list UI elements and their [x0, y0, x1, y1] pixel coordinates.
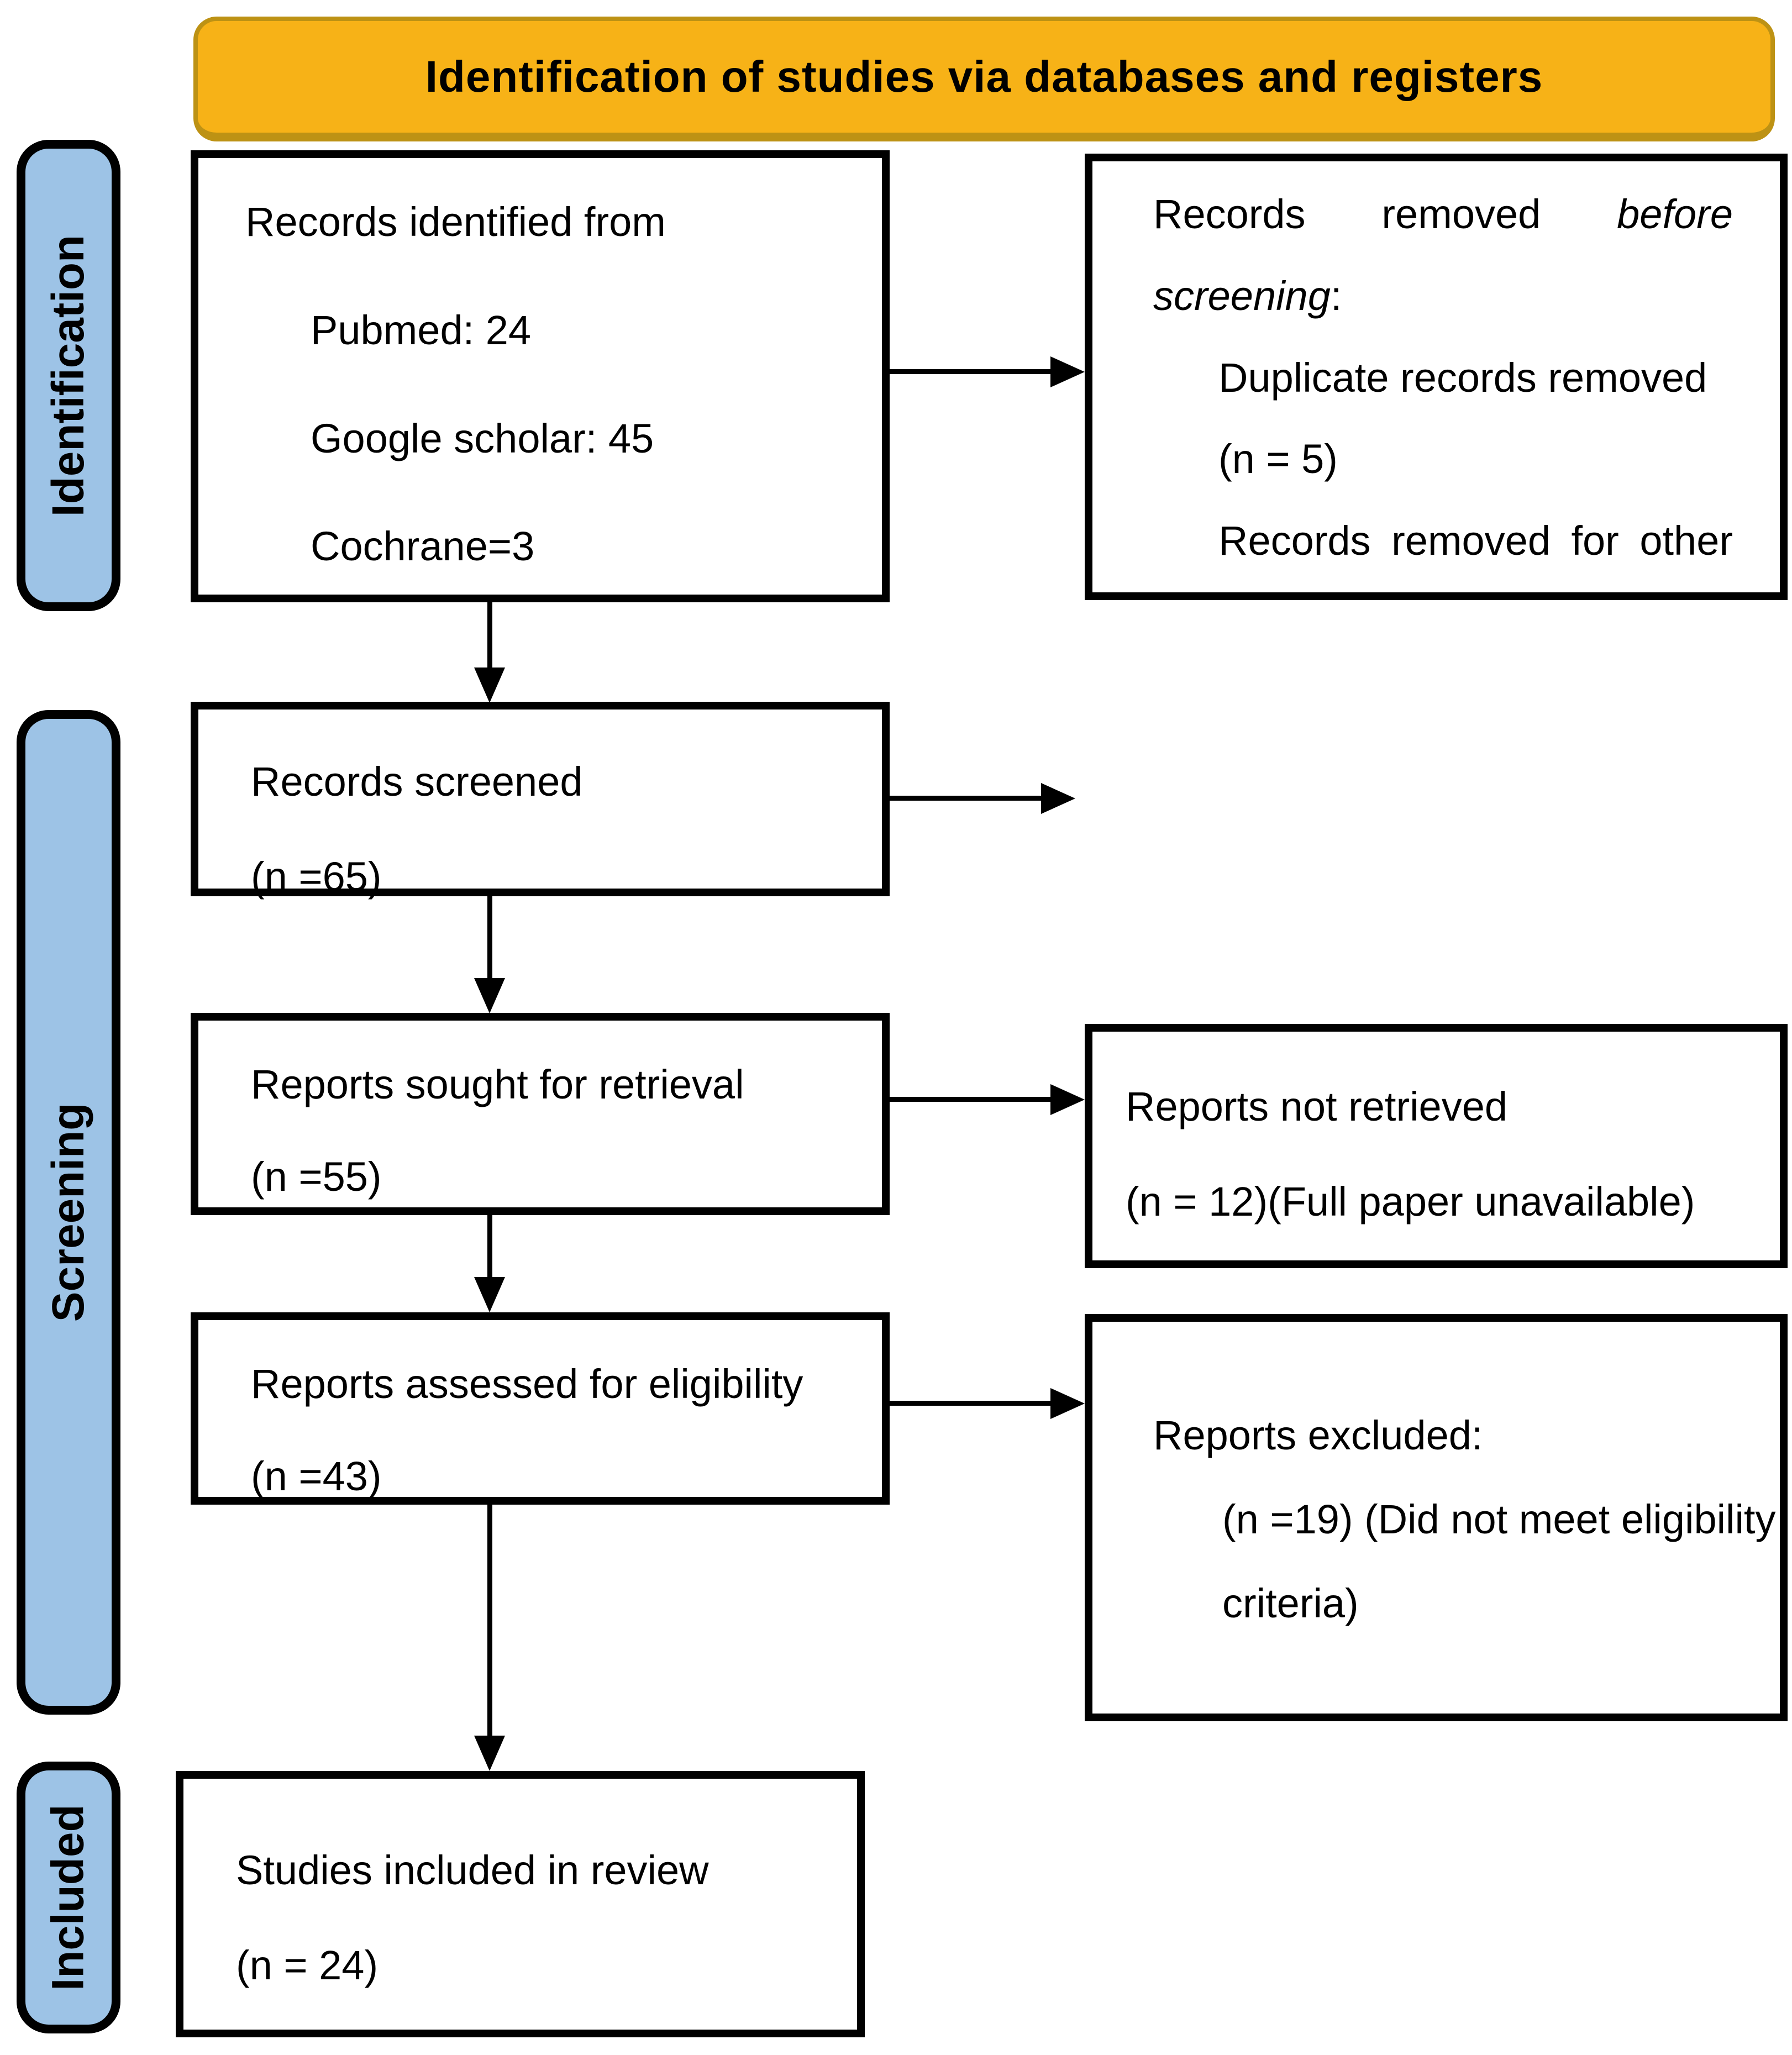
box-reports-excluded: Reports excluded: (n =19) (Did not meet …: [1085, 1314, 1788, 1721]
box-records-screened: Records screened (n =65): [191, 702, 890, 900]
arrow-right-icon: [1041, 783, 1075, 814]
records-identified-source-cochrane: Cochrane=3: [311, 523, 535, 570]
reports-sought-count: (n =55): [251, 1153, 382, 1200]
arrow-down-icon: [474, 1736, 505, 1771]
studies-included-title: Studies included in review: [236, 1847, 709, 1893]
stage-label-included: Included: [17, 1762, 120, 2033]
box-studies-included: Studies included in review (n = 24): [176, 1771, 865, 2037]
arrow-identified-to-screened-shaft: [487, 602, 492, 670]
records-removed-other-line: Records removed for other: [1153, 516, 1733, 566]
records-removed-other-word-removed: removed: [1391, 518, 1551, 564]
records-identified-source-pubmed: Pubmed: 24: [311, 307, 532, 353]
arrow-screened-out-shaft: [890, 796, 1042, 801]
records-identified-source-google-scholar: Google scholar: 45: [311, 415, 654, 461]
records-removed-other-word-other: other: [1639, 518, 1733, 564]
arrow-sought-to-not-retrieved-shaft: [890, 1097, 1052, 1102]
records-removed-title-line1: Records removed before: [1153, 189, 1733, 240]
records-removed-word-removed: removed: [1381, 191, 1541, 237]
stage-label-identification: Identification: [17, 140, 120, 611]
records-removed-other-word-records: Records: [1218, 518, 1371, 564]
arrow-down-icon: [474, 1277, 505, 1312]
reports-not-retrieved-title: Reports not retrieved: [1126, 1084, 1508, 1129]
box-reports-not-retrieved: Reports not retrieved (n = 12)(Full pape…: [1085, 1024, 1788, 1268]
records-identified-title: Records identified from: [245, 199, 666, 245]
arrow-down-icon: [474, 978, 505, 1013]
arrow-right-icon: [1050, 356, 1085, 387]
arrow-assessed-to-excluded-shaft: [890, 1401, 1052, 1406]
reports-excluded-title: Reports excluded:: [1153, 1412, 1483, 1458]
studies-included-count: (n = 24): [236, 1942, 379, 1988]
records-removed-other-word-for: for: [1571, 518, 1619, 564]
records-removed-colon: :: [1330, 272, 1342, 319]
arrow-identified-to-removed-shaft: [890, 369, 1052, 374]
records-removed-word-before: before: [1617, 191, 1733, 237]
header-banner: Identification of studies via databases …: [193, 17, 1775, 141]
reports-not-retrieved-count: (n = 12)(Full paper unavailable): [1126, 1178, 1695, 1224]
arrow-screened-to-sought-shaft: [487, 895, 492, 979]
stage-label-included-text: Included: [43, 1804, 94, 1991]
arrow-assessed-to-included-shaft: [487, 1504, 492, 1736]
arrow-right-icon: [1050, 1388, 1085, 1419]
records-screened-count: (n =65): [251, 853, 382, 900]
box-reports-assessed: Reports assessed for eligibility (n =43): [191, 1312, 890, 1505]
reports-excluded-count-continued: criteria): [1222, 1580, 1359, 1626]
duplicate-records-removed-count: (n = 5): [1218, 436, 1338, 482]
reports-assessed-title: Reports assessed for eligibility: [251, 1361, 803, 1407]
records-removed-title-line2: screening:: [1153, 271, 1733, 322]
records-removed-word-screening: screening: [1153, 272, 1331, 319]
duplicate-records-removed: Duplicate records removed: [1218, 354, 1707, 401]
box-records-identified: Records identified from Pubmed: 24 Googl…: [191, 150, 890, 602]
reports-excluded-count: (n =19) (Did not meet eligibility: [1222, 1496, 1776, 1542]
box-records-removed-before-screening: Records removed before screening: Duplic…: [1085, 154, 1788, 600]
arrow-down-icon: [474, 668, 505, 703]
records-removed-word-records: Records: [1153, 191, 1306, 237]
arrow-sought-to-assessed-shaft: [487, 1215, 492, 1278]
stage-label-screening: Screening: [17, 710, 120, 1715]
reports-assessed-count: (n =43): [251, 1453, 382, 1499]
stage-label-identification-text: Identification: [43, 234, 93, 517]
page-title: Identification of studies via databases …: [425, 52, 1543, 101]
stage-label-screening-text: Screening: [43, 1102, 93, 1322]
reports-sought-title: Reports sought for retrieval: [251, 1061, 744, 1107]
arrow-right-icon: [1050, 1084, 1085, 1115]
records-screened-title: Records screened: [251, 759, 583, 805]
box-reports-sought: Reports sought for retrieval (n =55): [191, 1013, 890, 1215]
